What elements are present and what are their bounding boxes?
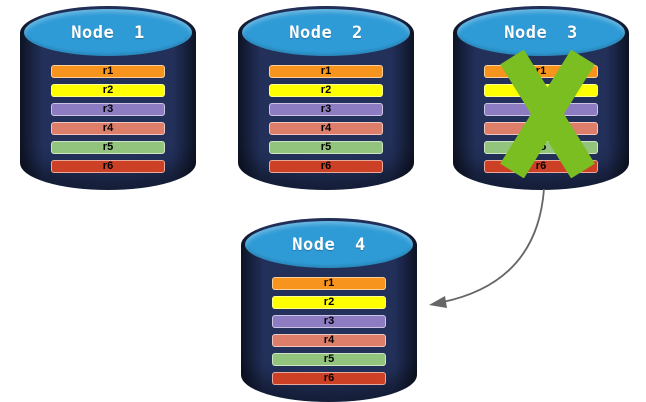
- cylinder-top: Node 3: [457, 9, 625, 56]
- replica-row: r2: [269, 84, 383, 97]
- replica-row: r2: [272, 296, 386, 309]
- cylinder-top: Node 2: [242, 9, 410, 56]
- cylinder-top: Node 1: [24, 9, 192, 56]
- replica-row: r4: [51, 122, 165, 135]
- node-title: Node 3: [504, 22, 578, 43]
- replica-row: r6: [51, 160, 165, 173]
- replica-row: r4: [272, 334, 386, 347]
- node-2: Node 2 r1 r2 r3 r4 r5 r6: [238, 6, 414, 190]
- replica-row: r6: [269, 160, 383, 173]
- failure-x-icon: [500, 50, 595, 178]
- replica-row: r2: [51, 84, 165, 97]
- replica-row: r3: [51, 103, 165, 116]
- node-title: Node 1: [71, 22, 145, 43]
- node-3: Node 3 r1 r2 r3 r4 r5 r6: [453, 6, 629, 190]
- node-title: Node 2: [289, 22, 363, 43]
- replica-row: r1: [51, 65, 165, 78]
- replica-row: r4: [269, 122, 383, 135]
- replica-row: r3: [269, 103, 383, 116]
- replica-row: r6: [272, 372, 386, 385]
- cylinder-top: Node 4: [245, 221, 413, 268]
- replica-row: r5: [51, 141, 165, 154]
- replica-row: r3: [272, 315, 386, 328]
- replica-row: r5: [269, 141, 383, 154]
- replica-rows: r1 r2 r3 r4 r5 r6: [269, 65, 383, 179]
- replica-row: r1: [272, 277, 386, 290]
- replica-row: r5: [272, 353, 386, 366]
- replica-row: r1: [269, 65, 383, 78]
- arrowhead-icon: [429, 296, 447, 308]
- node-1: Node 1 r1 r2 r3 r4 r5 r6: [20, 6, 196, 190]
- replica-rows: r1 r2 r3 r4 r5 r6: [272, 277, 386, 391]
- replica-rows: r1 r2 r3 r4 r5 r6: [51, 65, 165, 179]
- node-title: Node 4: [292, 234, 366, 255]
- node-4: Node 4 r1 r2 r3 r4 r5 r6: [241, 218, 417, 402]
